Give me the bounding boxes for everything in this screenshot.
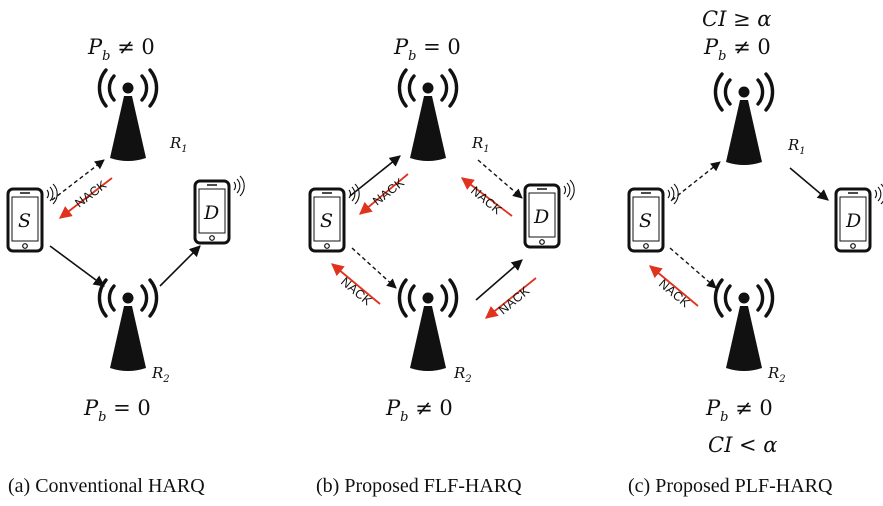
s-to-r2-arrow [49,245,105,287]
panel-a: Pb ≠ 0 R1 R2 Pb = 0 S D NACK (a) Convent… [6,35,246,497]
panel-b: Pb = 0 R1 R2 Pb ≠ 0 S D NACK NACK NACK N… [308,35,576,497]
s-to-r2-dashed-arrow [669,247,717,289]
panel-b-caption: (b) Proposed FLF-HARQ [316,475,522,497]
nack-r1-to-s-arrow [59,177,113,219]
r2-to-d-arrow [475,259,523,301]
nack-label: NACK [496,283,533,317]
dest-phone-icon [193,174,246,245]
panel-c-top-pb: Pb ≠ 0 [703,35,771,64]
nack-d-to-r1-arrow [460,177,513,217]
panel-c-dest-label: D [845,210,861,232]
panel-b-top-pb: Pb = 0 [393,35,461,64]
panel-b-bottom-pb: Pb ≠ 0 [385,396,453,425]
panel-a-source-label: S [18,210,31,232]
panel-a-top-pb: Pb ≠ 0 [87,35,155,64]
panel-b-relay2-label: R2 [453,364,472,385]
panel-c-source-label: S [639,210,652,232]
panel-c-relay1-label: R1 [787,136,806,157]
panel-c-caption: (c) Proposed PLF-HARQ [628,475,833,497]
relay-r2-tower-icon [713,278,775,373]
panel-a-relay2-label: R2 [151,364,170,385]
relay-r1-tower-icon [713,72,775,167]
nack-label: NACK [72,177,109,210]
panel-c-bottom-pb: Pb ≠ 0 [705,396,773,425]
nack-label: NACK [370,175,407,208]
panel-c-relay2-label: R2 [767,364,786,385]
dest-phone-icon [523,178,576,249]
source-phone-icon [627,182,680,253]
nack-label: NACK [468,184,505,218]
panel-c-top-ci: CI ≥ α [702,7,772,31]
nack-d-to-r2-arrow [485,277,537,319]
s-to-r1-dashed-arrow [671,161,721,201]
relay-r1-tower-icon [397,68,459,163]
nack-label: NACK [338,275,375,309]
panel-c: CI ≥ α Pb ≠ 0 R1 R2 Pb ≠ 0 CI < α S D NA… [627,7,883,497]
s-to-r2-dashed-arrow [351,247,397,289]
r1-to-d-dashed-arrow [477,159,523,199]
nack-r1-to-s-arrow [359,173,409,215]
r2-to-d-arrow [159,245,201,287]
s-to-r1-dashed-arrow [51,159,105,201]
nack-r2-to-s-arrow [649,265,699,307]
panel-a-caption: (a) Conventional HARQ [8,475,205,497]
panel-a-relay1-label: R1 [169,134,188,155]
relay-r1-tower-icon [97,68,159,163]
nack-label: NACK [656,277,693,311]
s-to-r1-arrow [349,155,401,197]
panel-b-dest-label: D [533,206,549,228]
relay-r2-tower-icon [97,278,159,373]
relay-r2-tower-icon [397,278,459,373]
panel-a-dest-label: D [203,202,219,224]
r1-to-d-arrow [789,167,829,201]
panel-a-bottom-pb: Pb = 0 [83,396,151,425]
source-phone-icon [6,182,59,253]
panel-b-relay1-label: R1 [471,134,490,155]
nack-r2-to-s-arrow [331,263,381,305]
panel-b-source-label: S [320,210,333,232]
panel-c-bottom-ci: CI < α [708,433,778,457]
